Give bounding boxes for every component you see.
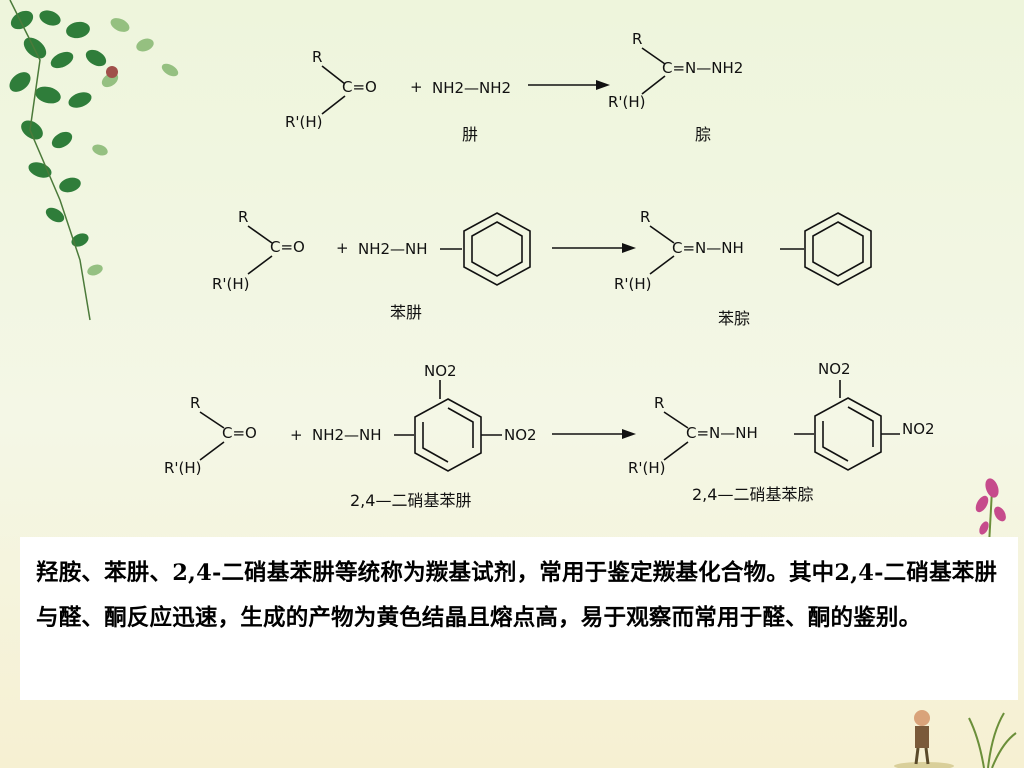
dinitrophenyl-ring bbox=[814, 397, 882, 471]
product-rh: R'(H) bbox=[614, 275, 652, 293]
plus-sign: + bbox=[336, 239, 349, 257]
vine-leaves-decoration bbox=[9, 0, 179, 321]
reactant-rh: R'(H) bbox=[212, 275, 250, 293]
description-text: 羟胺、苯肼、2,4-二硝基苯肼等统称为羰基试剂，常用于鉴定羰基化合物。其中2,4… bbox=[36, 560, 998, 631]
reactant-r: R bbox=[238, 208, 248, 226]
product-r: R bbox=[640, 208, 650, 226]
product-rh: R'(H) bbox=[628, 459, 666, 477]
reagent-name: 苯肼 bbox=[390, 303, 422, 322]
reaction-schemes: R C=O R'(H) + NH2—NH2 肼 R C=N—NH2 R'(H) … bbox=[164, 30, 935, 510]
benzene-ring bbox=[804, 212, 872, 286]
dinitrophenyl-ring bbox=[414, 398, 482, 472]
plus-sign: + bbox=[290, 426, 303, 444]
reagent-name: 肼 bbox=[462, 125, 478, 144]
product-r: R bbox=[632, 30, 642, 48]
reactant-carbonyl: C=O bbox=[342, 78, 377, 96]
nitro-group: NO2 bbox=[504, 426, 537, 444]
product-name: 2,4—二硝基苯腙 bbox=[692, 485, 813, 504]
reactant-r: R bbox=[312, 48, 322, 66]
plus-sign: + bbox=[410, 78, 423, 96]
reagent-name: 2,4—二硝基苯肼 bbox=[350, 491, 471, 510]
product-group: C=N—NH bbox=[686, 424, 758, 442]
benzene-ring bbox=[463, 212, 531, 286]
product-name: 苯腙 bbox=[718, 309, 750, 328]
reagent-formula: NH2—NH2 bbox=[432, 79, 511, 97]
nitro-group: NO2 bbox=[424, 362, 457, 380]
cartoon-figure-decoration bbox=[894, 710, 1017, 768]
reactant-rh: R'(H) bbox=[164, 459, 202, 477]
reaction-1: R C=O R'(H) + NH2—NH2 肼 R C=N—NH2 R'(H) … bbox=[285, 30, 743, 144]
reactant-r: R bbox=[190, 394, 200, 412]
product-rh: R'(H) bbox=[608, 93, 646, 111]
product-name: 腙 bbox=[695, 125, 711, 144]
reagent-formula: NH2—NH bbox=[358, 240, 428, 258]
description-box: 羟胺、苯肼、2,4-二硝基苯肼等统称为羰基试剂，常用于鉴定羰基化合物。其中2,4… bbox=[20, 537, 1018, 700]
product-group: C=N—NH bbox=[672, 239, 744, 257]
reagent-formula: NH2—NH bbox=[312, 426, 382, 444]
reaction-2: R C=O R'(H) + NH2—NH 苯肼 R C=N—NH R'(H) 苯… bbox=[212, 208, 872, 328]
product-group: C=N—NH2 bbox=[662, 59, 743, 77]
product-r: R bbox=[654, 394, 664, 412]
nitro-group: NO2 bbox=[902, 420, 935, 438]
reactant-carbonyl: C=O bbox=[222, 424, 257, 442]
nitro-group: NO2 bbox=[818, 360, 851, 378]
reaction-3: R C=O R'(H) + NH2—NH NO2 NO2 2,4—二硝基苯肼 R… bbox=[164, 360, 935, 510]
reactant-carbonyl: C=O bbox=[270, 238, 305, 256]
reactant-rh: R'(H) bbox=[285, 113, 323, 131]
